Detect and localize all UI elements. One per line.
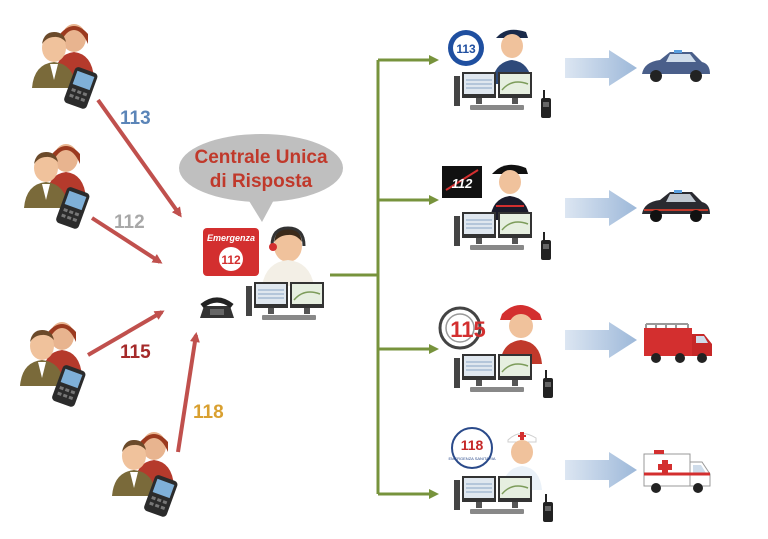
badge-label: Emergenza (207, 233, 255, 243)
caller-group-118 (112, 432, 179, 518)
carabinieri-112-badge: 112 (442, 166, 482, 198)
number-label-113: 113 (120, 108, 151, 129)
fire-truck-icon (644, 323, 712, 363)
vehicle-arrow-icon (565, 190, 637, 226)
vehicle-arrow-icon (565, 452, 637, 488)
ambulance-118-badge: 118 EMERGENZA SANITARIA (448, 427, 496, 469)
service-badge-number: 112 (452, 176, 473, 191)
number-label-115: 115 (120, 342, 151, 363)
radio-icon (543, 370, 553, 398)
radio-icon (541, 90, 551, 118)
ambulance-icon (643, 450, 711, 493)
caller-group-112 (24, 144, 91, 230)
service-badge-number: 118 (461, 437, 484, 453)
carabinieri-officer-icon (490, 164, 530, 220)
emergency-112-badge: Emergenza 112 (203, 228, 259, 276)
arrow-115 (86, 310, 165, 357)
service-badge-subtitle: EMERGENZA SANITARIA (448, 456, 495, 461)
operator-workstation-icon (245, 281, 325, 321)
vehicle-arrow-icon (565, 50, 637, 86)
vehicle-arrow-icon (565, 322, 637, 358)
arrow-113 (96, 98, 182, 218)
service-row-112: 112 (442, 164, 710, 260)
service-row-115: 115 (438, 305, 712, 398)
arrow-112 (90, 216, 163, 264)
service-badge-number: 113 (456, 42, 476, 56)
service-row-118: 118 EMERGENZA SANITARIA (448, 427, 711, 522)
service-row-113: 113 (448, 29, 710, 118)
firefighters-115-badge: 115 (438, 306, 486, 350)
workstation-icon (453, 475, 533, 515)
bubble-line-2: di Risposta (210, 171, 313, 192)
radio-icon (543, 494, 553, 522)
badge-number: 112 (221, 253, 241, 267)
bubble-line-1: Centrale Unica (194, 147, 327, 168)
carabinieri-car-icon (642, 190, 710, 222)
workstation-icon (453, 211, 533, 251)
caller-group-113 (32, 24, 99, 110)
radio-icon (541, 232, 551, 260)
arrow-118 (176, 332, 200, 453)
speech-bubble: Centrale Unica di Risposta (179, 134, 343, 222)
workstation-icon (453, 353, 533, 393)
caller-group-115 (20, 322, 87, 408)
police-113-badge: 113 (448, 30, 484, 66)
service-badge-number: 115 (450, 317, 486, 342)
workstation-icon (453, 71, 533, 111)
desk-phone-icon (200, 297, 234, 318)
number-label-112: 112 (114, 212, 145, 233)
operator-icon (262, 226, 314, 286)
number-label-118: 118 (193, 402, 224, 423)
police-car-icon (642, 50, 710, 82)
